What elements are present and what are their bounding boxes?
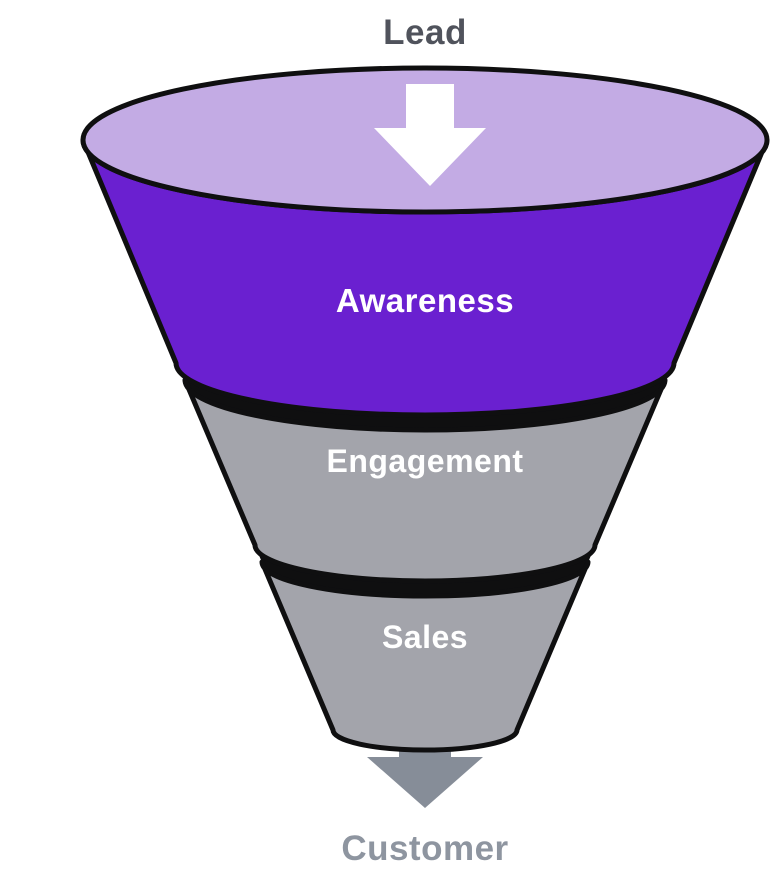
lead-label: Lead — [383, 13, 467, 52]
stage-segment-engagement — [182, 377, 668, 584]
stage-label-sales: Sales — [382, 619, 468, 655]
stage-segment-sales — [259, 559, 591, 753]
stage-label-awareness: Awareness — [336, 282, 514, 319]
stage-label-engagement: Engagement — [326, 443, 523, 479]
down-arrow-icon — [374, 84, 486, 186]
customer-label: Customer — [341, 829, 508, 868]
